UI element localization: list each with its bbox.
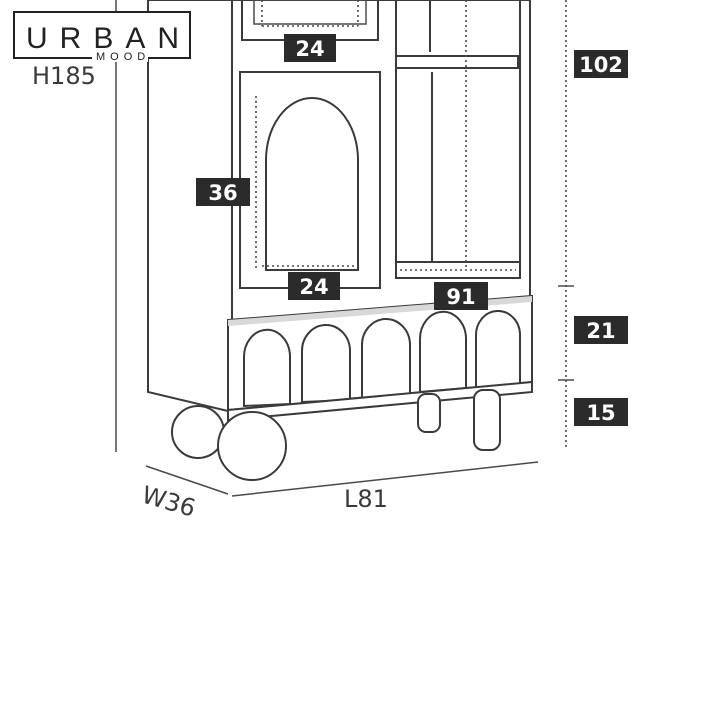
drawer-arch-3 — [360, 318, 411, 400]
drawer-height-tag: 21 — [574, 316, 628, 344]
lower-door-height-value: 36 — [208, 181, 237, 205]
brand-logo-gap — [92, 50, 148, 62]
length-label: L81 — [344, 485, 388, 513]
upper-section-height-value: 102 — [579, 53, 623, 77]
upper-door — [241, 0, 379, 41]
open-shelf-width-tag: 91 — [434, 282, 488, 310]
leg-height-value: 15 — [586, 401, 615, 425]
lower-door-arch-window — [265, 97, 359, 271]
drawer-arch-4 — [418, 310, 467, 394]
upper-door-width-value: 24 — [295, 37, 324, 61]
leg-height-tag: 15 — [574, 398, 628, 426]
length-dim-line — [231, 461, 539, 497]
leg-front — [473, 389, 501, 451]
ball-foot-back — [171, 405, 225, 459]
brand-tagline: MOOD — [96, 51, 150, 63]
base-strip — [227, 380, 533, 422]
height-label: H185 — [32, 62, 96, 90]
lower-door-width-value: 24 — [299, 275, 328, 299]
upper-door-glass — [253, 0, 367, 25]
open-shelf-section — [395, 0, 521, 279]
drawer-arch-1 — [242, 328, 291, 408]
lower-door-height-tag: 36 — [196, 178, 250, 206]
upper-section-height-tag: 102 — [574, 50, 628, 78]
drawer-arch-5 — [474, 310, 521, 390]
shelf-board — [395, 55, 519, 69]
open-shelf-width-value: 91 — [446, 285, 475, 309]
leg-back — [417, 393, 441, 433]
ball-foot-front — [217, 411, 287, 481]
drawer-arch-2 — [300, 324, 351, 404]
lower-door-width-tag: 24 — [288, 272, 340, 300]
brand-name: URBAN — [26, 22, 191, 55]
drawer-height-value: 21 — [586, 319, 615, 343]
width-dim-line — [145, 465, 229, 495]
upper-door-width-tag: 24 — [284, 34, 336, 62]
width-label: W36 — [139, 481, 199, 523]
